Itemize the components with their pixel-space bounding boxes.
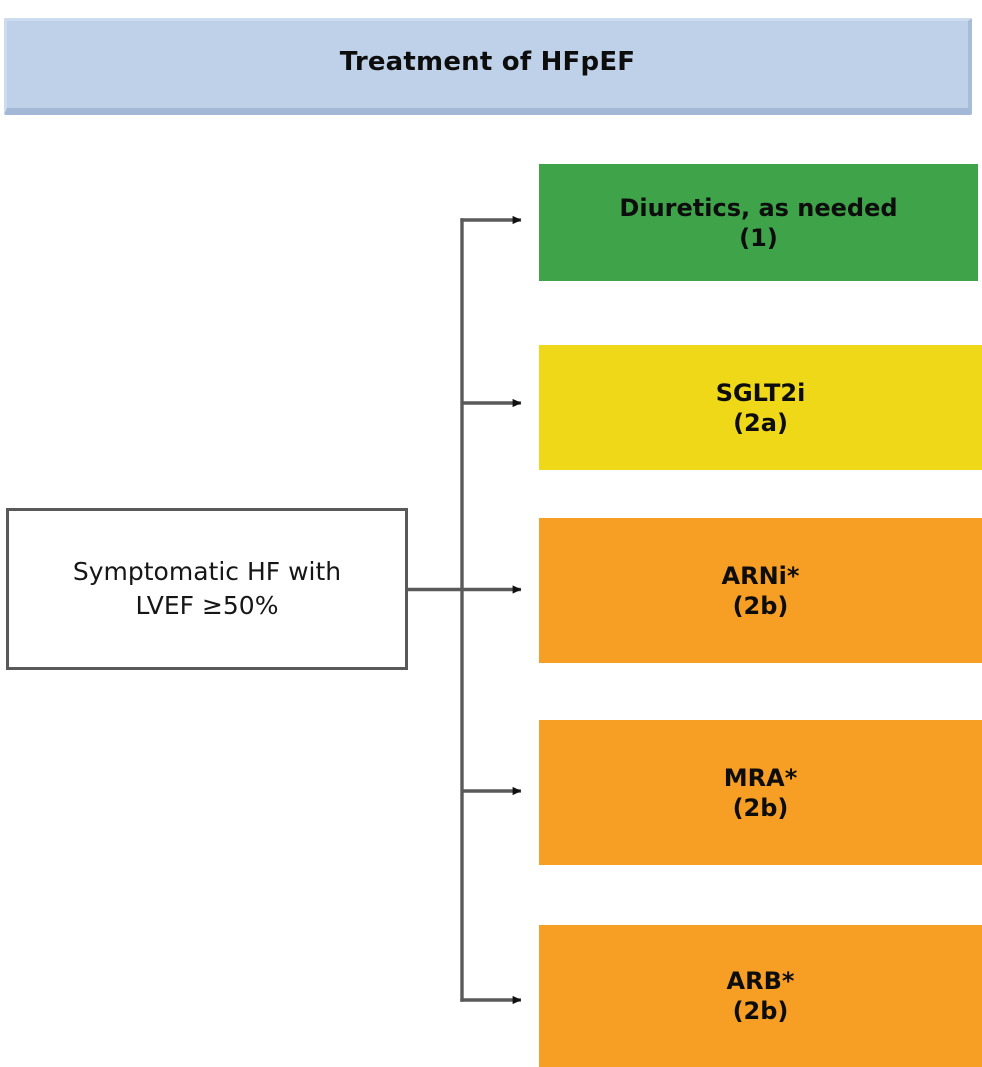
source-box-symptomatic-hf[interactable]: Symptomatic HF with LVEF ≥50% bbox=[6, 508, 408, 670]
treatment-class-arni: (2b) bbox=[732, 591, 789, 620]
treatment-class-diuretics: (1) bbox=[739, 223, 778, 252]
treatment-label-arb: ARB* bbox=[726, 967, 795, 995]
treatment-box-diuretics[interactable]: Diuretics, as needed (1) bbox=[539, 164, 978, 281]
treatment-label-sglt2i: SGLT2i bbox=[715, 378, 806, 407]
source-line-2: LVEF ≥50% bbox=[135, 591, 279, 620]
header-banner: Treatment of HFpEF bbox=[4, 18, 972, 115]
page-title: Treatment of HFpEF bbox=[339, 47, 636, 78]
treatment-box-arni[interactable]: ARNi* (2b) bbox=[539, 518, 982, 663]
treatment-label-arni: ARNi* bbox=[721, 561, 800, 590]
treatment-class-arb: (2b) bbox=[732, 997, 789, 1025]
treatment-class-mra: (2b) bbox=[732, 793, 789, 822]
treatment-box-mra[interactable]: MRA* (2b) bbox=[539, 720, 982, 865]
source-line-1: Symptomatic HF with bbox=[72, 557, 342, 587]
treatment-box-sglt2i[interactable]: SGLT2i (2a) bbox=[539, 345, 982, 470]
treatment-box-arb[interactable]: ARB* (2b) bbox=[539, 925, 982, 1067]
treatment-label-mra: MRA* bbox=[723, 763, 798, 792]
treatment-label-diuretics: Diuretics, as needed bbox=[619, 193, 898, 222]
treatment-class-sglt2i: (2a) bbox=[733, 408, 788, 437]
source-box-text: Symptomatic HF with LVEF ≥50% bbox=[73, 555, 341, 623]
